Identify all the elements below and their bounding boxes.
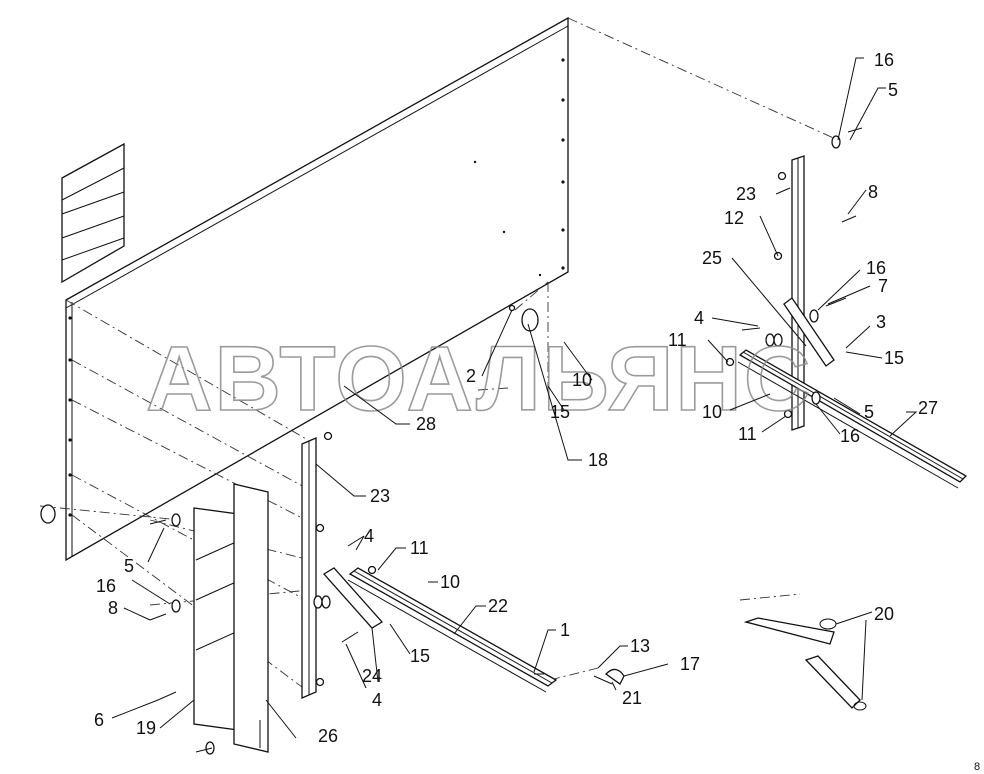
washer-group [40, 135, 841, 755]
brace-24 [322, 567, 384, 629]
callout-20: 20 [874, 604, 894, 624]
callout-5: 5 [864, 402, 874, 422]
latch-13-17-21 [593, 668, 625, 685]
post-23-right [791, 155, 805, 431]
callout-28: 28 [416, 414, 436, 434]
callout-17: 17 [680, 654, 700, 674]
callout-10: 10 [702, 402, 722, 422]
callout-1: 1 [560, 620, 570, 640]
callout-15: 15 [550, 402, 570, 422]
bolt-group [149, 127, 863, 753]
callout-7: 7 [878, 276, 888, 296]
callout-4: 4 [372, 690, 382, 710]
callout-15: 15 [884, 348, 904, 368]
corner-mark: 8 [974, 761, 980, 773]
callout-16: 16 [96, 576, 116, 596]
callout-25: 25 [702, 248, 722, 268]
callout-24: 24 [362, 666, 382, 686]
post-23-left [301, 437, 317, 699]
side-sheet [61, 142, 125, 284]
callout-16: 16 [840, 426, 860, 446]
callout-10: 10 [440, 572, 460, 592]
strap-assembly-20 [743, 617, 867, 711]
callout-22: 22 [488, 596, 508, 616]
callout-15: 15 [410, 646, 430, 666]
callout-labels: 16 5 23 8 12 25 16 7 4 3 11 15 10 5 27 1… [94, 50, 980, 773]
callout-16: 16 [866, 258, 886, 278]
callout-5: 5 [888, 80, 898, 100]
callout-8: 8 [108, 598, 118, 618]
callout-19: 19 [136, 718, 156, 738]
callout-11: 11 [738, 424, 757, 444]
callout-16: 16 [874, 50, 894, 70]
callout-23: 23 [736, 184, 756, 204]
beam-22 [347, 567, 558, 693]
callout-8: 8 [868, 182, 878, 202]
callout-4: 4 [694, 308, 704, 328]
panel-26 [233, 483, 269, 753]
callout-23: 23 [370, 486, 390, 506]
callout-4: 4 [364, 526, 374, 546]
back-panel [65, 16, 569, 562]
watermark: АВТОАЛЬЯНС [146, 328, 812, 430]
callout-21: 21 [622, 688, 642, 708]
nut-group [315, 171, 793, 687]
callout-13: 13 [630, 636, 650, 656]
panel-19 [193, 507, 239, 731]
callout-18: 18 [588, 450, 608, 470]
callout-5: 5 [124, 556, 134, 576]
callout-12: 12 [724, 208, 744, 228]
callout-10: 10 [572, 370, 592, 390]
brace-25 [783, 297, 835, 367]
callout-11: 11 [668, 330, 687, 350]
callout-6: 6 [94, 710, 104, 730]
beam-27 [737, 349, 968, 489]
callout-2: 2 [466, 366, 476, 386]
callout-26: 26 [318, 726, 338, 746]
leader-lines [111, 57, 918, 739]
callout-27: 27 [918, 398, 938, 418]
callout-11: 11 [410, 538, 429, 558]
callout-3: 3 [876, 312, 886, 332]
